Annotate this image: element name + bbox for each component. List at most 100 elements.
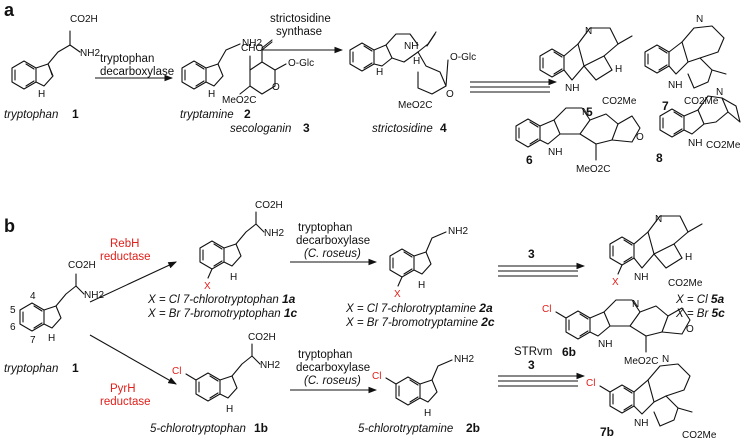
nh2-label: NH2 <box>242 38 262 49</box>
cl-label: Cl <box>542 304 551 315</box>
product-8-structure: N NH CO2Me <box>659 87 741 151</box>
nh-label: NH <box>565 83 579 94</box>
secologanin-structure: CHO O O-Glc MeO2C <box>222 39 314 106</box>
co2me-label: CO2Me <box>602 96 637 107</box>
meo2c-label-3: MeO2C <box>576 164 610 175</box>
ring-position-4: 4 <box>30 291 36 302</box>
reagent-3-top: 3 <box>528 247 535 261</box>
n-label-4: N <box>716 87 723 98</box>
7-bromotryptamine-label: X = Br 7-bromotryptamine 2c <box>345 315 495 329</box>
nh-label: H <box>226 404 233 415</box>
tryptophan-structure-b: CO2H NH2 H 4 5 6 7 <box>10 260 104 346</box>
cho-label: CHO <box>241 43 263 54</box>
tryptamine-name-a: tryptamine <box>180 109 234 121</box>
reagent-3-bottom: 3 <box>528 358 535 372</box>
rebh-arrow <box>89 261 177 303</box>
o-label-2: O <box>446 89 454 100</box>
nh-label: NH <box>404 41 418 52</box>
strvm-label: STRvm <box>514 346 552 358</box>
co2me-label-4: CO2Me <box>706 140 741 151</box>
ring-position-6: 6 <box>10 322 16 333</box>
nh2-label: NH2 <box>448 226 468 237</box>
nh2-label: NH2 <box>260 360 280 371</box>
product-5-structure: N H NH CO2Me <box>539 26 637 107</box>
tryptophan-name-a: tryptophan <box>4 109 58 121</box>
nh-label-2: NH <box>668 80 682 91</box>
panel-b-label: b <box>4 216 15 236</box>
product-6b-number: 6b <box>562 345 576 359</box>
cl-label-2: Cl <box>586 378 595 389</box>
tryptamine-number-a: 2 <box>244 107 251 121</box>
nh-label: NH <box>634 272 648 283</box>
multistep-arrows-a <box>470 78 558 93</box>
decarb1-line1: tryptophan <box>298 222 352 234</box>
5-chlorotryptamine-name: 5-chlorotryptamine <box>358 423 453 435</box>
synthase-label-1: strictosidine <box>270 13 331 25</box>
5-chlorotryptamine-number: 2b <box>466 421 480 435</box>
nh-label-3: NH <box>548 147 562 158</box>
product-8-number: 8 <box>656 151 663 165</box>
synthase-label-2: synthase <box>276 26 322 38</box>
secologanin-number: 3 <box>303 121 310 135</box>
x-label: X <box>204 281 211 292</box>
oglc-label: O-Glc <box>288 58 314 69</box>
nh-label: H <box>424 408 431 419</box>
tryptophan-name-b: tryptophan <box>4 363 58 375</box>
rebh-reductase-label: reductase <box>100 251 151 263</box>
nh-label: H <box>48 333 55 344</box>
product-7b-number: 7b <box>600 425 614 439</box>
co2h-label: CO2H <box>70 14 98 25</box>
n-label-2: N <box>632 299 639 310</box>
product-5-number: 5 <box>586 105 593 119</box>
decarb2-line2: decarboxylase <box>296 362 370 374</box>
nh-label-4: NH <box>688 138 702 149</box>
product-7-number: 7 <box>662 99 669 113</box>
nh-label: H <box>418 280 425 291</box>
h-label: H <box>413 56 420 67</box>
nh2-label: NH2 <box>80 48 100 59</box>
h-label: H <box>615 64 622 75</box>
5-chlorotryptamine-structure: NH2 H Cl <box>372 354 474 419</box>
product-6-structure: N O NH MeO2C <box>515 107 644 175</box>
tryptophan-number-b: 1 <box>72 361 79 375</box>
x-label: X <box>612 277 619 288</box>
nh-label: H <box>230 272 237 283</box>
strictosidine-name: strictosidine <box>372 123 433 135</box>
o-label: O <box>686 324 694 335</box>
n-label: N <box>655 214 662 225</box>
product-6b-structure: N O NH MeO2C Cl <box>542 299 694 367</box>
tryptophan-number-a: 1 <box>72 107 79 121</box>
5-chlorotryptophan-name: 5-chlorotryptophan <box>150 423 246 435</box>
nh-label-3: NH <box>634 418 648 429</box>
co2me-label: CO2Me <box>668 278 703 289</box>
meo2c-label-2: MeO2C <box>398 100 432 111</box>
x-label: X <box>394 289 401 300</box>
7-chlorotryptophan-label: X = Cl 7-chlorotryptophan 1a <box>147 292 296 306</box>
decarb2-line3: (C. roseus) <box>304 375 361 387</box>
ring-position-5: 5 <box>10 305 16 316</box>
5-chlorotryptophan-number: 1b <box>254 421 268 435</box>
tryptamine-structure-a: NH2 H <box>181 38 262 100</box>
strictosidine-structure: NH H H O-Glc O MeO2C <box>349 31 476 111</box>
h-label: H <box>685 252 692 263</box>
tryptophan-structure-a: CO2H NH2 H <box>11 14 100 100</box>
7-bromotryptophan-label: X = Br 7-bromotryptophan 1c <box>147 306 298 320</box>
nh2-label: NH2 <box>454 354 474 365</box>
meo2c-label: MeO2C <box>222 95 256 106</box>
nh2-label: NH2 <box>264 228 284 239</box>
pyrh-arrow <box>89 334 177 385</box>
co2h-label: CO2H <box>68 260 96 271</box>
meo2c-label: MeO2C <box>624 356 658 367</box>
co2h-label: CO2H <box>248 332 276 343</box>
nh-label: H <box>38 89 45 100</box>
decarb1-line3: (C. roseus) <box>304 248 361 260</box>
product-5a-label: X = Cl 5a <box>675 292 725 306</box>
strictosidine-number: 4 <box>440 121 447 135</box>
n-label-3: N <box>662 354 669 365</box>
co2me-label-2: CO2Me <box>684 96 719 107</box>
product-7b-structure: N NH CO2Me Cl <box>586 354 717 441</box>
7-halotryptophan-structure: CO2H NH2 H X <box>199 200 284 292</box>
product-6-number: 6 <box>526 153 533 167</box>
panel-a-label: a <box>4 0 15 20</box>
